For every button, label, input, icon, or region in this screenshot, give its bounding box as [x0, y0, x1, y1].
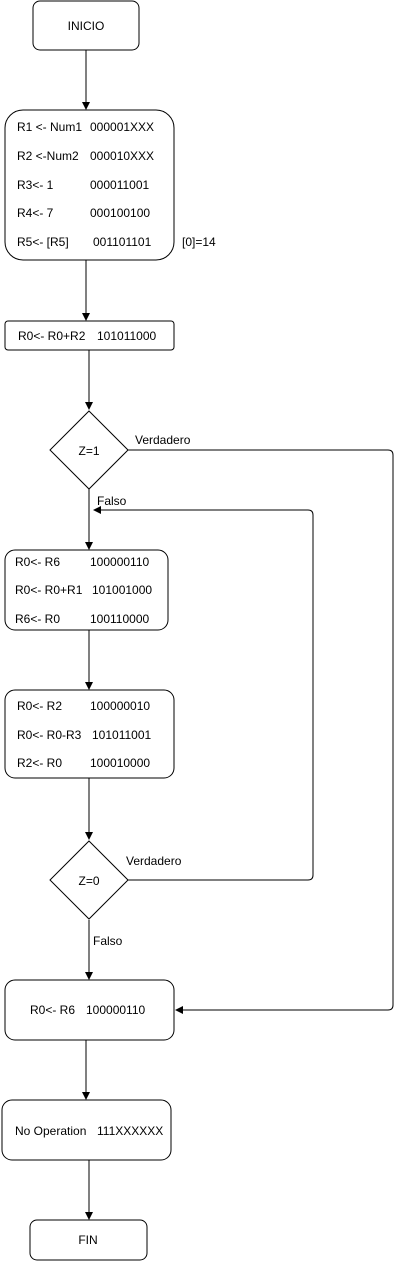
result-code: 100000110 [86, 1003, 146, 1017]
block1-line-1-label: R0<- R6 [15, 555, 60, 569]
block2-line-3-code: 100010000 [90, 756, 150, 770]
decision1-text: Z=1 [78, 444, 99, 458]
decision2-text: Z=0 [78, 874, 99, 888]
arrowhead-icon [85, 832, 93, 840]
result-block: R0<- R6 100000110 [4, 979, 175, 1041]
nop-code: 111XXXXXX [97, 1124, 163, 1138]
end-terminal: FIN [29, 1219, 148, 1261]
block1-line-3-code: 100110000 [90, 612, 150, 626]
arrowhead-icon [82, 313, 90, 321]
arrowhead-icon [82, 1092, 90, 1100]
decision2-true-label: Verdadero [126, 854, 182, 868]
block1-line-1-code: 100000110 [90, 555, 150, 569]
init-line-3-code: 000011001 [90, 178, 150, 192]
init-line-4-label: R4<- 7 [17, 206, 54, 220]
result-label: R0<- R6 [30, 1003, 75, 1017]
block1-line-3-label: R6<- R0 [15, 612, 60, 626]
arrowhead-icon [85, 402, 93, 410]
nop-block: No Operation 111XXXXXX [1, 1099, 172, 1161]
arrowhead-icon [85, 1212, 93, 1220]
init-line-3-label: R3<- 1 [17, 178, 54, 192]
add-code: 101011000 [97, 329, 157, 343]
arrowhead-icon [85, 972, 93, 980]
arrowhead-icon [93, 506, 101, 514]
init-line-5-label: R5<- [R5] [17, 235, 69, 249]
arrowhead-icon [82, 102, 90, 110]
edge-decision1-true-to-result [128, 449, 394, 1011]
nop-label: No Operation [15, 1124, 86, 1138]
end-label: FIN [78, 1233, 97, 1247]
loop-block-1: R0<- R6 100000110 R0<- R0+R1 101001000 R… [4, 549, 169, 631]
loop-block-2: R0<- R2 100000010 R0<- R0-R3 101011001 R… [4, 689, 175, 779]
init-line-1-code: 000001XXX [90, 120, 154, 134]
init-block: R1 <- Num1 000001XXX R2 <-Num2 000010XXX… [4, 109, 175, 261]
arrowhead-icon [85, 542, 93, 550]
edge-decision2-true-loopback [99, 509, 314, 881]
init-line-1-label: R1 <- Num1 [17, 120, 82, 134]
arrowhead-icon [85, 682, 93, 690]
decision-z0: Z=0 [49, 840, 129, 920]
block2-line-1-label: R0<- R2 [17, 699, 62, 713]
decision2-false-label: Falso [93, 934, 123, 948]
block1-line-2-code: 101001000 [92, 583, 152, 597]
start-label: INICIO [68, 19, 105, 33]
decision1-true-label: Verdadero [135, 433, 191, 447]
arrowhead-icon [175, 1006, 183, 1014]
init-line-5-code: 001101101 [93, 235, 152, 249]
init-note: [0]=14 [182, 235, 216, 249]
block2-line-3-label: R2<- R0 [17, 756, 62, 770]
decision-z1: Z=1 [49, 410, 129, 490]
edges [82, 50, 394, 1220]
init-line-2-label: R2 <-Num2 [17, 149, 79, 163]
add-block: R0<- R0+R2 101011000 [4, 320, 175, 351]
init-line-2-code: 000010XXX [90, 149, 154, 163]
block1-line-2-label: R0<- R0+R1 [15, 583, 83, 597]
start-terminal: INICIO [32, 0, 140, 51]
add-label: R0<- R0+R2 [18, 329, 86, 343]
block2-line-2-label: R0<- R0-R3 [17, 728, 82, 742]
block2-line-1-code: 100000010 [90, 699, 150, 713]
decision1-false-label: Falso [97, 494, 127, 508]
block2-line-2-code: 101011001 [92, 728, 152, 742]
init-line-4-code: 000100100 [90, 206, 150, 220]
